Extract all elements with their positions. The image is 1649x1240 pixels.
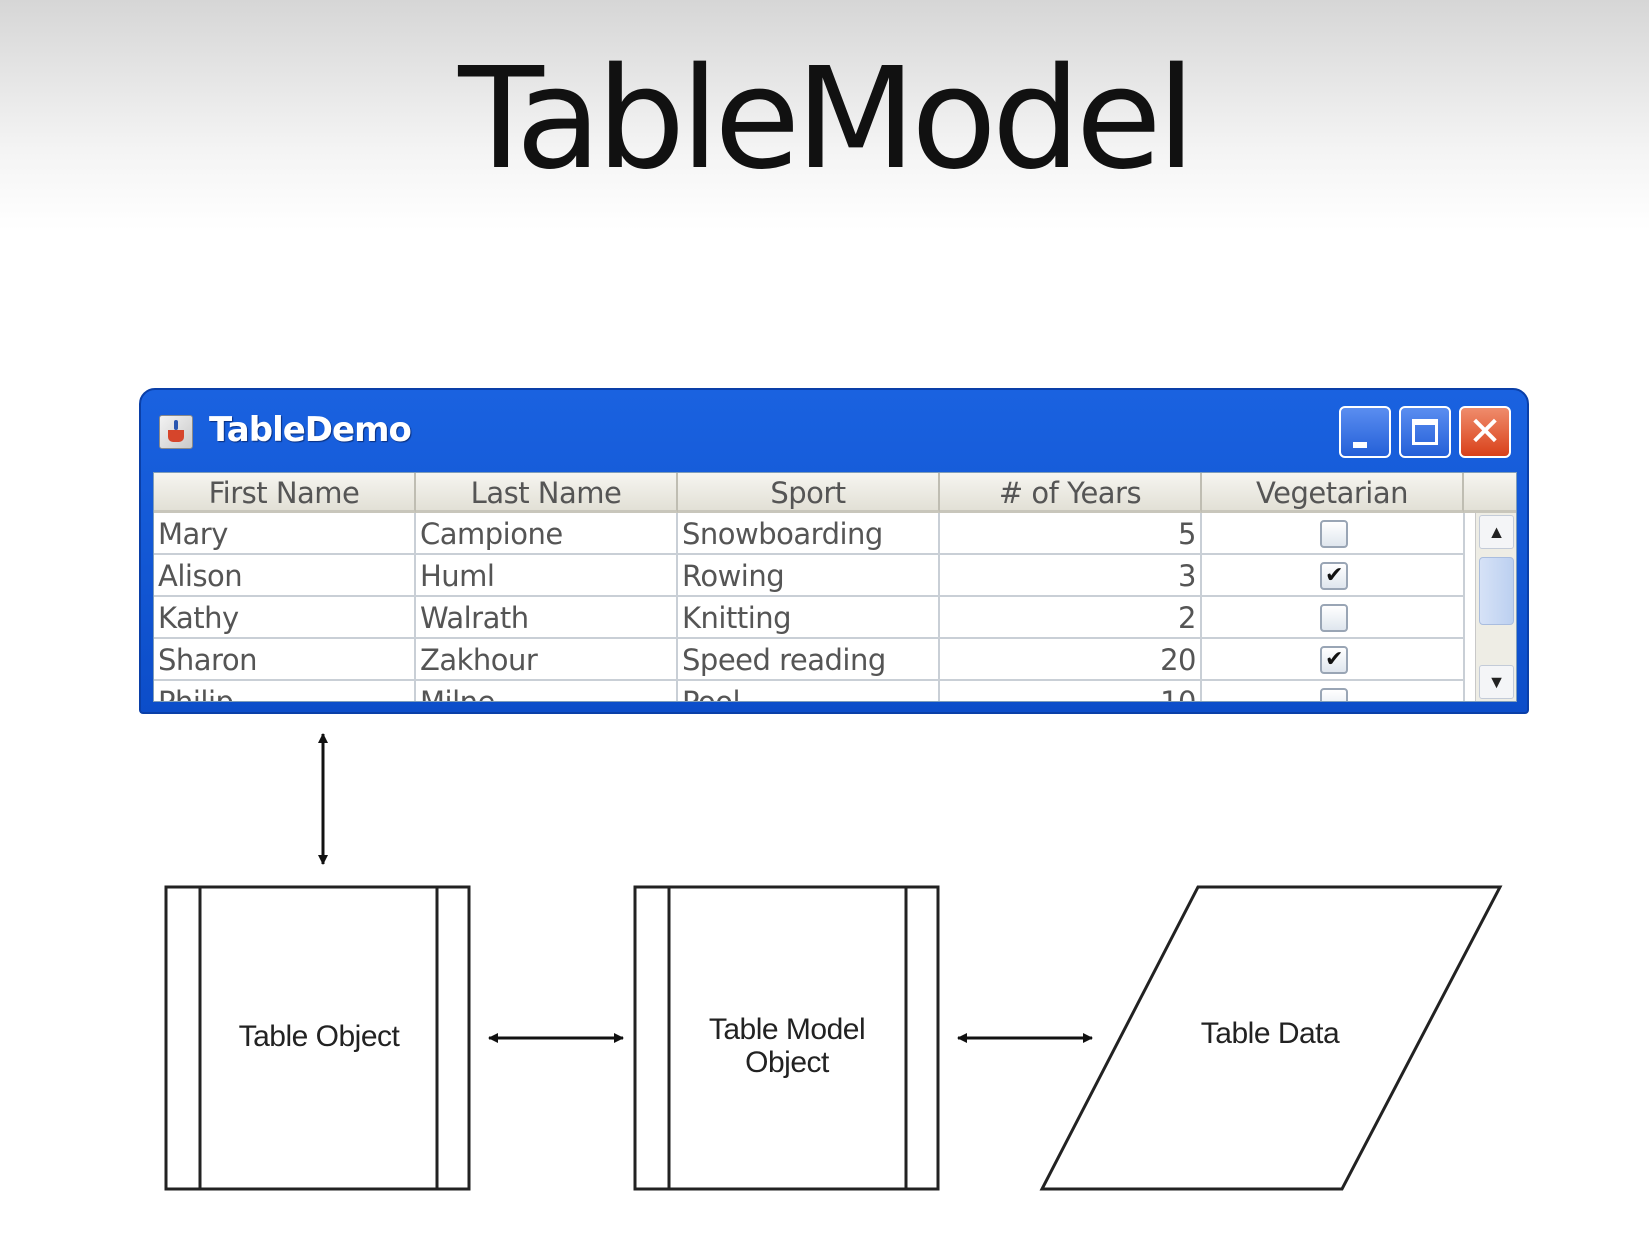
arrow-down-icon: ▼ [1487, 672, 1506, 692]
table-data-label: Table Data [1200, 1017, 1340, 1050]
cell-sport[interactable]: Snowboarding [678, 513, 940, 555]
cell-last-name[interactable]: Zakhour [416, 639, 678, 681]
cell-last-name[interactable]: Walrath [416, 597, 678, 639]
column-header-sport[interactable]: Sport [678, 473, 940, 513]
cell-vegetarian[interactable] [1202, 513, 1465, 555]
table-row[interactable]: Kathy Walrath Knitting 2 [154, 597, 1465, 639]
table-row[interactable]: Alison Huml Rowing 3 ✔ [154, 555, 1465, 597]
table-row[interactable]: Philip Milne Pool 10 [154, 681, 1465, 701]
table-body: Mary Campione Snowboarding 5 Alison Huml… [154, 513, 1465, 701]
cell-sport[interactable]: Rowing [678, 555, 940, 597]
column-header-first-name[interactable]: First Name [154, 473, 416, 513]
cell-sport[interactable]: Knitting [678, 597, 940, 639]
minimize-icon [1353, 442, 1367, 448]
table-row[interactable]: Sharon Zakhour Speed reading 20 ✔ [154, 639, 1465, 681]
vertical-scrollbar[interactable]: ▲ ▼ [1475, 513, 1516, 701]
cell-last-name[interactable]: Milne [416, 681, 678, 701]
scroll-down-button[interactable]: ▼ [1479, 665, 1514, 699]
cell-last-name[interactable]: Campione [416, 513, 678, 555]
cell-first-name[interactable]: Alison [154, 555, 416, 597]
window-title: TableDemo [209, 410, 412, 450]
cell-last-name[interactable]: Huml [416, 555, 678, 597]
window-titlebar[interactable]: TableDemo ✕ [141, 390, 1527, 470]
cell-vegetarian[interactable] [1202, 681, 1465, 701]
cell-sport[interactable]: Speed reading [678, 639, 940, 681]
column-header-vegetarian[interactable]: Vegetarian [1202, 473, 1464, 513]
table-header: First Name Last Name Sport # of Years Ve… [154, 473, 1516, 513]
column-header-last-name[interactable]: Last Name [416, 473, 678, 513]
table-object-node [164, 885, 471, 1191]
cell-years[interactable]: 3 [940, 555, 1202, 597]
cell-first-name[interactable]: Kathy [154, 597, 416, 639]
table-demo-table[interactable]: First Name Last Name Sport # of Years Ve… [153, 472, 1517, 702]
vegetarian-checkbox[interactable] [1320, 520, 1348, 548]
vegetarian-checkbox[interactable]: ✔ [1320, 562, 1348, 590]
slide-title: TableModel [458, 38, 1195, 201]
cell-vegetarian[interactable] [1202, 597, 1465, 639]
vegetarian-checkbox[interactable] [1320, 604, 1348, 632]
cell-first-name[interactable]: Sharon [154, 639, 416, 681]
table-demo-window: TableDemo ✕ First Name Last Name Sport #… [139, 388, 1529, 714]
cell-sport[interactable]: Pool [678, 681, 940, 701]
table-data-node [1039, 885, 1503, 1191]
vegetarian-checkbox[interactable] [1320, 688, 1348, 701]
close-icon: ✕ [1468, 409, 1502, 455]
maximize-icon [1412, 419, 1438, 445]
cell-vegetarian[interactable]: ✔ [1202, 639, 1465, 681]
table-row[interactable]: Mary Campione Snowboarding 5 [154, 513, 1465, 555]
cell-first-name[interactable]: Philip [154, 681, 416, 701]
scroll-up-button[interactable]: ▲ [1479, 515, 1514, 549]
cell-first-name[interactable]: Mary [154, 513, 416, 555]
cell-years[interactable]: 20 [940, 639, 1202, 681]
cell-years[interactable]: 10 [940, 681, 1202, 701]
table-model-object-node [633, 885, 940, 1191]
arrow-up-icon: ▲ [1487, 522, 1506, 542]
vegetarian-checkbox[interactable]: ✔ [1320, 646, 1348, 674]
close-button[interactable]: ✕ [1459, 406, 1511, 458]
column-header-years[interactable]: # of Years [940, 473, 1202, 513]
cell-vegetarian[interactable]: ✔ [1202, 555, 1465, 597]
table-object-label: Table Object [238, 1020, 400, 1053]
java-app-icon[interactable] [159, 415, 193, 449]
maximize-button[interactable] [1399, 406, 1451, 458]
cell-years[interactable]: 5 [940, 513, 1202, 555]
cell-years[interactable]: 2 [940, 597, 1202, 639]
header-corner [1464, 473, 1516, 513]
minimize-button[interactable] [1339, 406, 1391, 458]
table-model-object-label: Table Model Object [708, 1013, 866, 1079]
scrollbar-thumb[interactable] [1479, 557, 1514, 625]
